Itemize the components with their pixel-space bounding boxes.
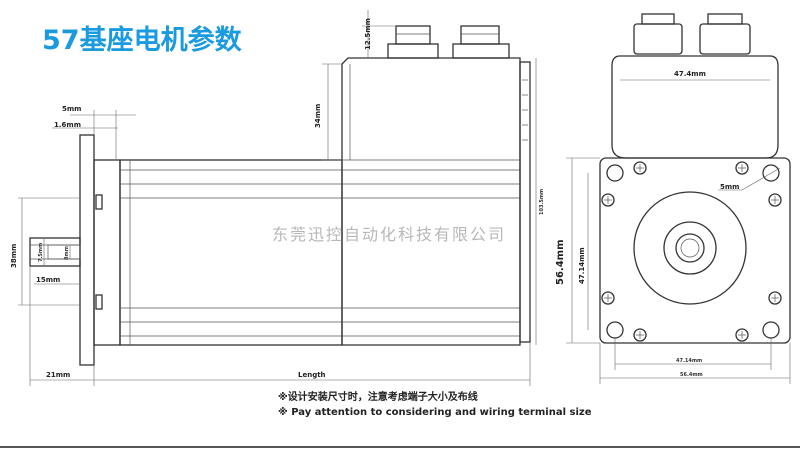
front-view — [599, 13, 791, 344]
shaft-key — [47, 244, 81, 260]
screw-5 — [601, 291, 615, 305]
flange-plate — [79, 134, 95, 366]
dim-38mm: 38mm — [10, 244, 18, 268]
bottom-divider — [0, 446, 800, 448]
dim-12-5mm: 12.5mm — [364, 18, 372, 50]
watermark: 东莞迅控自动化科技有限公司 — [272, 225, 507, 244]
dim-47-14mm-vertical: 47.14mm — [578, 247, 586, 284]
dim-47-4mm: 47.4mm — [674, 70, 706, 78]
screw-2 — [633, 161, 647, 175]
dim-34mm: 34mm — [314, 104, 322, 128]
dim-5mm: 5mm — [62, 105, 81, 113]
dim-7-5mm: 7.5mm — [38, 243, 44, 262]
note-chinese: ※设计安装尺寸时，注意考虑端子大小及布线 — [278, 392, 478, 403]
motor-body — [119, 159, 343, 346]
screw-1 — [601, 193, 615, 207]
dim-56-4mm-vertical: 56.4mm — [555, 239, 566, 285]
front-connector-2 — [699, 23, 751, 55]
dim-103-5mm: 103.5mm — [539, 189, 545, 215]
screw-8 — [768, 291, 782, 305]
front-pilot — [633, 191, 747, 305]
dim-56-4mm-horizontal: 56.4mm — [680, 372, 703, 378]
dim-21mm: 21mm — [46, 371, 70, 379]
dim-1-6mm: 1.6mm — [54, 121, 81, 129]
driver-body — [341, 57, 521, 346]
connector-1 — [387, 25, 439, 59]
front-connector-1 — [633, 23, 683, 55]
dim-8mm: 8mm — [64, 246, 70, 260]
screw-4 — [768, 193, 782, 207]
note-english: ※ Pay attention to considering and wirin… — [278, 407, 592, 418]
hole-bl — [606, 321, 624, 339]
connector-2 — [452, 25, 510, 59]
hole-br — [762, 321, 780, 339]
screw-6 — [633, 328, 647, 342]
mount-slot-top — [95, 194, 103, 210]
front-shaft — [675, 233, 705, 263]
front-dimensions: 47.4mm 5mm 56.4mm 47.14mm 47.14mm 56.4mm — [555, 70, 791, 384]
notes: ※设计安装尺寸时，注意考虑端子大小及布线 ※ Pay attention to … — [278, 390, 591, 420]
dim-length: Length — [298, 371, 326, 379]
screw-7 — [735, 328, 749, 342]
hole-tr — [762, 164, 780, 182]
spigot — [93, 159, 121, 346]
dim-5mm-hole: 5mm — [720, 183, 739, 191]
rear-cover — [519, 61, 531, 343]
dim-47-14mm-horizontal: 47.14mm — [676, 358, 702, 364]
side-view — [29, 25, 531, 366]
side-dimensions: 12.5mm 34mm 103.5mm 5mm 1.6mm 38mm 7.5mm… — [10, 10, 545, 386]
front-flange — [599, 157, 791, 344]
dim-15mm: 15mm — [36, 276, 60, 284]
screw-3 — [735, 161, 749, 175]
hole-tl — [606, 164, 624, 182]
page-title: 57基座电机参数 — [42, 25, 242, 56]
mount-slot-bottom — [95, 294, 103, 310]
